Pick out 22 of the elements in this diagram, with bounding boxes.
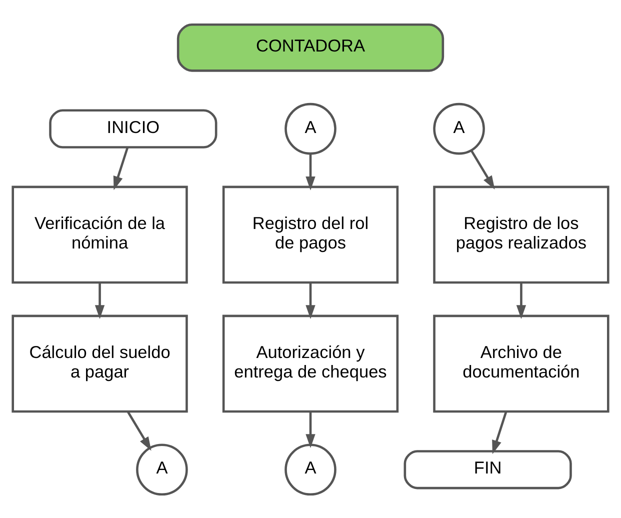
node-box: CONTADORA xyxy=(176,22,444,72)
arrow xyxy=(126,410,152,450)
arrow xyxy=(113,146,129,190)
node-circle: A xyxy=(284,102,336,154)
arrow xyxy=(306,411,316,448)
arrow xyxy=(94,282,105,318)
node-box: Verificación de la nómina xyxy=(12,185,188,284)
node-circle: A xyxy=(433,102,485,154)
arrow xyxy=(306,282,316,318)
node-box: Autorización y entrega de cheques xyxy=(222,314,399,412)
node-box: Registro de los pagos realizados xyxy=(433,185,610,284)
arrow xyxy=(470,149,495,190)
node-circle: A xyxy=(284,443,336,496)
node-box: INICIO xyxy=(49,108,218,148)
arrow xyxy=(306,154,316,190)
arrow xyxy=(492,410,508,454)
node-box: Registro del rol de pagos xyxy=(222,185,399,284)
node-box: Archivo de documentación xyxy=(433,314,610,412)
node-box: Cálculo del sueldo a pagar xyxy=(12,314,188,412)
node-box: FIN xyxy=(404,450,572,489)
arrow xyxy=(516,282,526,318)
node-circle: A xyxy=(136,443,188,496)
